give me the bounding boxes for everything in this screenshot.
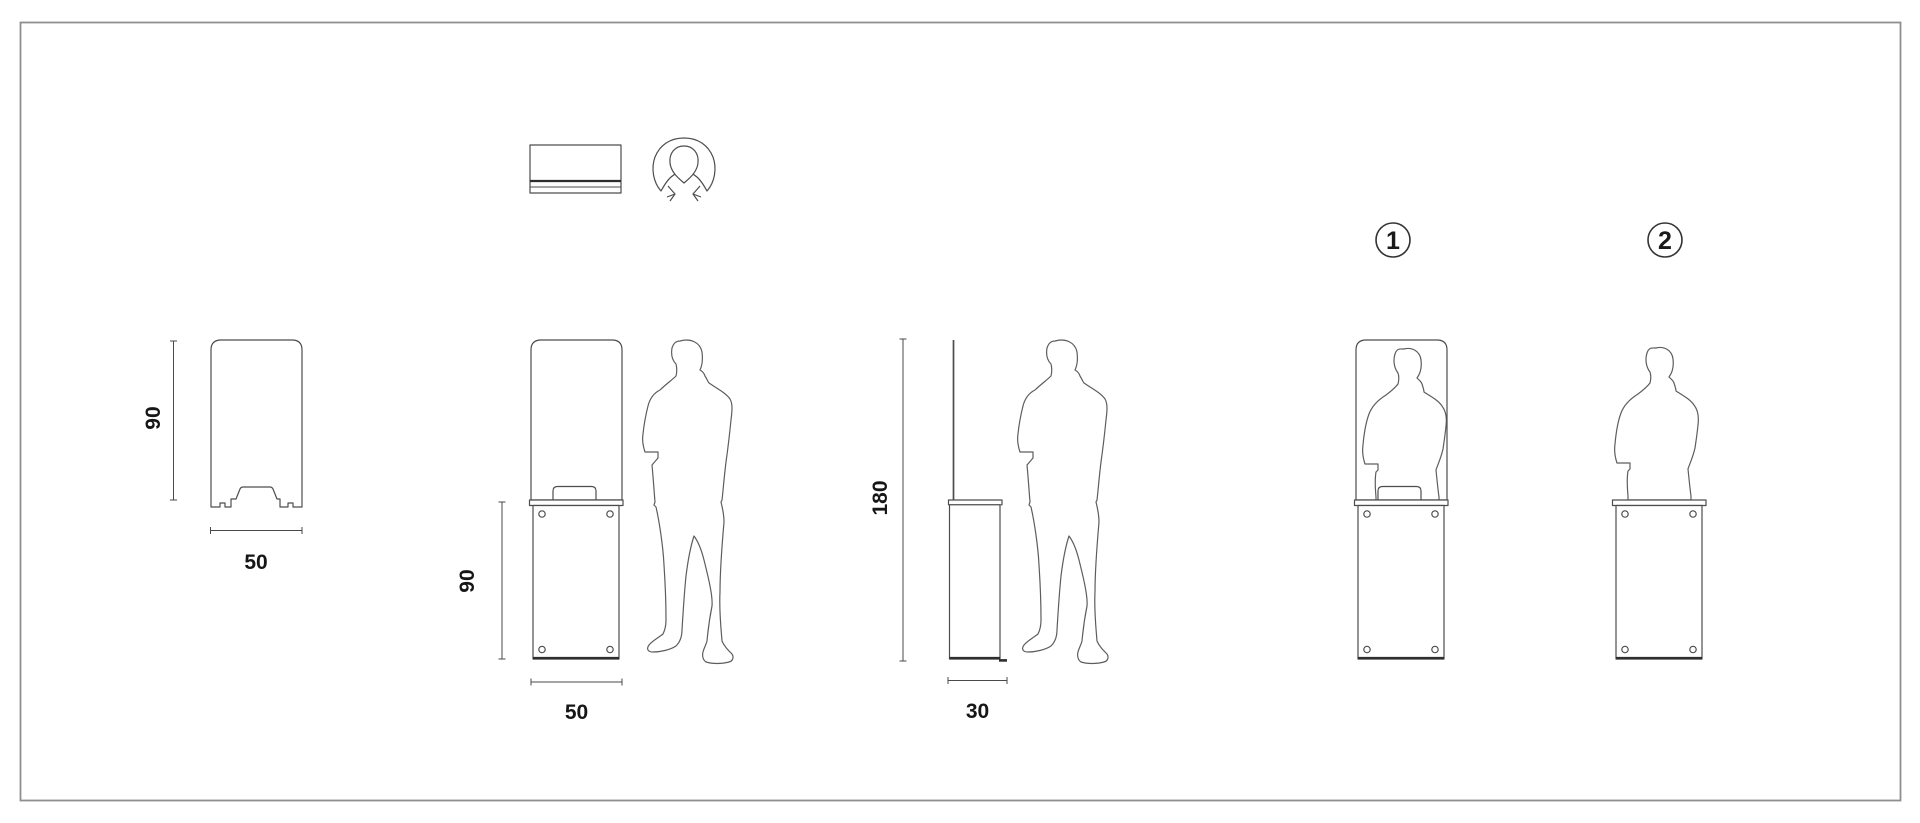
dim-base-width: 50 [530, 678, 623, 724]
screen-height-label: 90 [142, 406, 165, 429]
screen-panel-outline [210, 339, 303, 508]
plan-view [529, 137, 716, 202]
variant-1-badge-circle [1375, 222, 1411, 258]
dim-base-height: 90 [456, 501, 506, 660]
variant-2-base [1611, 498, 1708, 661]
variant-2-badge: 2 [1647, 222, 1683, 258]
dim-screen-width: 50 [210, 527, 303, 574]
variant-2-view: 2 [1611, 222, 1708, 661]
person-silhouette-front [642, 339, 734, 665]
side-base-strip [947, 499, 1003, 506]
kiosk-side-view: 180 30 [869, 338, 1109, 723]
kiosk-front-view: 90 50 [456, 339, 734, 724]
person-top-head [669, 145, 699, 184]
total-height-label: 180 [869, 480, 892, 515]
person-silhouette-side [1017, 339, 1109, 665]
screen-front-view: 90 50 [142, 339, 303, 574]
side-base-outline [948, 504, 1001, 660]
dim-screen-height: 90 [142, 340, 177, 501]
base-width-label: 50 [565, 701, 588, 724]
screen-width-label: 50 [244, 551, 267, 574]
kiosk-base [528, 498, 625, 661]
base-height-label: 90 [456, 569, 479, 592]
dim-total-height: 180 [869, 338, 907, 662]
variant-1-badge-number: 1 [1386, 227, 1400, 255]
person-torso-behind-screen [1362, 347, 1447, 502]
dim-base-depth: 30 [947, 677, 1008, 723]
variant-2-badge-number: 2 [1658, 227, 1672, 255]
sheet-border [19, 21, 1902, 802]
kiosk-screen-panel [530, 339, 623, 501]
base-depth-label: 30 [966, 700, 989, 723]
plan-screen-outline [529, 144, 622, 194]
variant-2-badge-circle [1647, 222, 1683, 258]
variant-1-view: 1 [1353, 222, 1450, 661]
person-top-left-hand [666, 185, 676, 202]
variant-1-badge: 1 [1375, 222, 1411, 258]
person-torso-no-screen [1614, 346, 1699, 501]
person-top-view [652, 137, 716, 202]
variant-1-base [1353, 498, 1450, 661]
person-top-right-hand [692, 185, 702, 202]
